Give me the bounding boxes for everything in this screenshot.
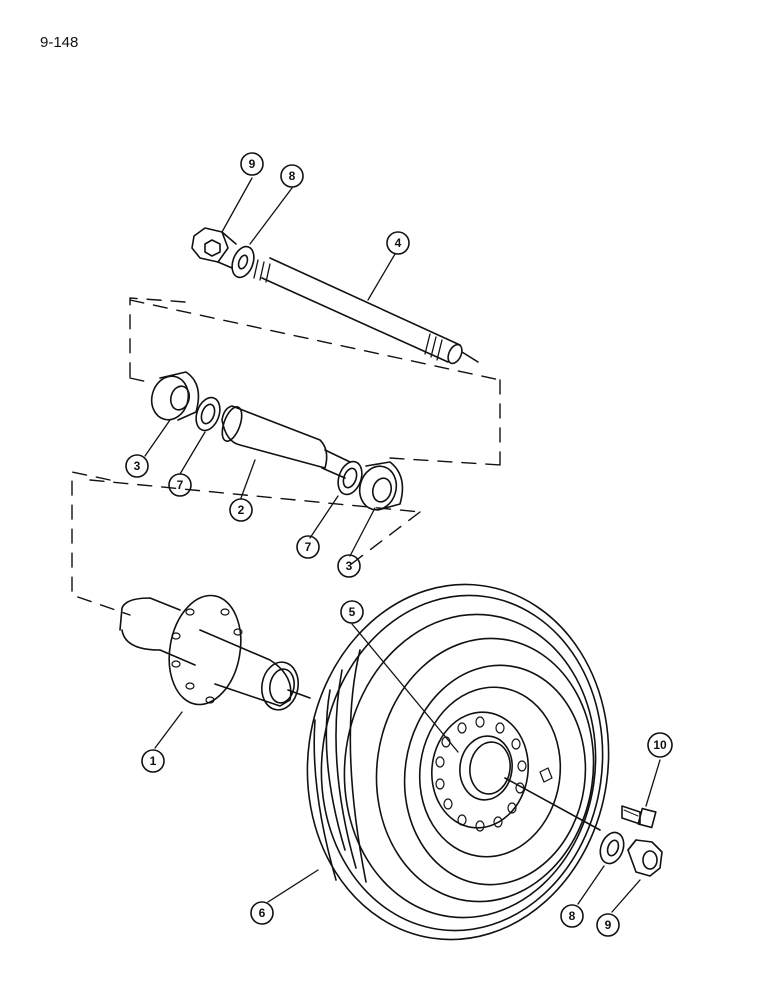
callout-label: 5 [349, 605, 356, 619]
washer-upper [231, 245, 255, 279]
callout-label: 8 [289, 169, 296, 183]
callout-label: 9 [249, 157, 256, 171]
callout-label: 2 [238, 503, 245, 517]
nut-lower [627, 839, 663, 877]
callout-7-left: 7 [168, 473, 192, 497]
callout-4: 4 [386, 231, 410, 255]
callout-6: 6 [250, 901, 274, 925]
hub [119, 594, 311, 711]
assembly-outline-upper [129, 297, 501, 466]
callout-2: 2 [229, 498, 253, 522]
callout-label: 3 [134, 459, 141, 473]
seal-left [195, 396, 221, 432]
callout-10: 10 [647, 732, 673, 758]
bearing-left [150, 371, 200, 421]
callout-1: 1 [141, 749, 165, 773]
callout-5: 5 [340, 600, 364, 624]
axle-bolt [253, 257, 479, 365]
nut-upper [191, 227, 237, 269]
callout-9-upper: 9 [240, 152, 264, 176]
callout-label: 8 [569, 909, 576, 923]
tire-and-wheel [306, 583, 610, 941]
callout-8-lower: 8 [560, 904, 584, 928]
callout-label: 10 [653, 738, 667, 752]
grease-fitting [621, 805, 657, 829]
washer-lower [599, 831, 625, 865]
callout-label: 3 [346, 559, 353, 573]
assembly-outline-lower [71, 471, 421, 616]
callout-3-right: 3 [337, 554, 361, 578]
spacer-tube [221, 405, 351, 479]
callout-label: 4 [395, 236, 402, 250]
page-number: 9-148 [40, 34, 79, 51]
callout-9-lower: 9 [596, 913, 620, 937]
callout-label: 1 [150, 754, 157, 768]
callout-label: 7 [305, 540, 312, 554]
leader-lines [144, 177, 661, 913]
callout-3-left: 3 [125, 454, 149, 478]
callout-7-right: 7 [296, 535, 320, 559]
callout-label: 9 [605, 918, 612, 932]
seal-right [337, 460, 363, 496]
callout-label: 7 [177, 478, 184, 492]
callout-8-upper: 8 [280, 164, 304, 188]
bearing-right [358, 461, 404, 511]
callout-label: 6 [259, 906, 266, 920]
